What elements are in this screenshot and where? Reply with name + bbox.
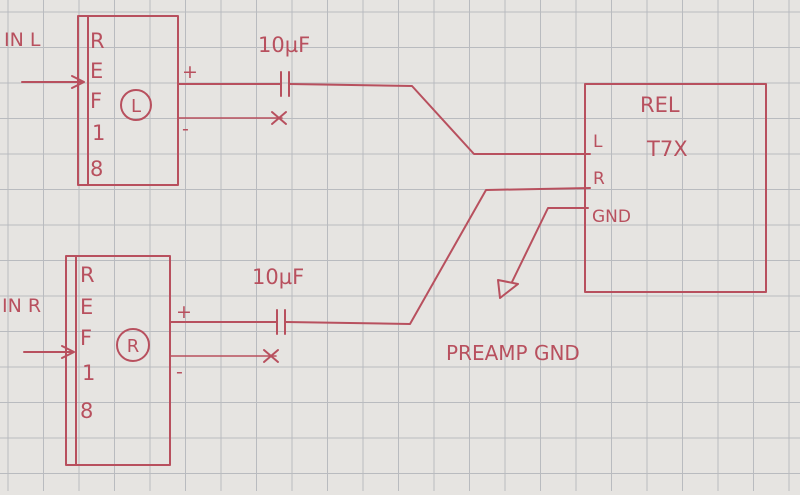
- input-right-minus: -: [176, 361, 183, 383]
- input-left-pin-1: 1: [92, 121, 105, 145]
- input-left-box: [77, 15, 179, 186]
- wire-gnd: [511, 207, 589, 283]
- ground-wiring: PREAMP GND: [446, 207, 589, 365]
- input-right-channel: R: [127, 336, 140, 357]
- input-left-pin-e: E: [90, 59, 103, 83]
- input-right-pin-r: R: [80, 263, 95, 287]
- input-right-pin-1: 1: [82, 361, 95, 385]
- input-left-channel-circle: [120, 89, 152, 121]
- rel-title-1: REL: [640, 93, 680, 117]
- input-left-pin-r: R: [90, 29, 105, 53]
- cross-icon-top: [271, 111, 287, 125]
- input-left-minus: -: [182, 118, 189, 140]
- input-left-pin-f: F: [90, 89, 102, 113]
- input-right-pin-8: 8: [80, 399, 93, 423]
- input-left-plus: +: [182, 61, 198, 83]
- wire-cap-to-rel-r: [285, 187, 591, 325]
- bottom-wiring: 10µF: [169, 187, 591, 363]
- rel-title-2: T7X: [646, 137, 688, 161]
- preamp-gnd-label: PREAMP GND: [446, 341, 580, 365]
- top-wiring: 10µF: [177, 33, 591, 155]
- input-right-pin-e: E: [80, 295, 93, 319]
- rel-pin-r: R: [593, 169, 605, 189]
- rel-pin-gnd: GND: [592, 207, 631, 227]
- input-block-right: IN R R E F 1 8 R + -: [2, 255, 192, 466]
- capacitor-bottom-label: 10µF: [252, 265, 304, 289]
- wire-cap-to-rel-l: [289, 83, 591, 155]
- input-left-channel: L: [131, 96, 141, 117]
- cross-icon-bottom: [263, 349, 279, 363]
- rel-box: REL T7X L R GND: [584, 83, 767, 293]
- input-left-arrow-icon: [71, 75, 85, 89]
- input-left-label: IN L: [4, 29, 41, 51]
- capacitor-top-label: 10µF: [258, 33, 310, 57]
- input-right-channel-circle: [116, 328, 150, 362]
- input-right-plus: +: [176, 301, 192, 323]
- ground-arrow-icon: [497, 279, 519, 299]
- rel-pin-l: L: [593, 132, 603, 152]
- input-block-left: IN L R E F 1 8 L + -: [4, 15, 198, 186]
- input-right-pin-f: F: [80, 326, 92, 350]
- input-right-label: IN R: [2, 295, 41, 317]
- input-right-box: [65, 255, 171, 466]
- input-left-pin-8: 8: [90, 157, 103, 181]
